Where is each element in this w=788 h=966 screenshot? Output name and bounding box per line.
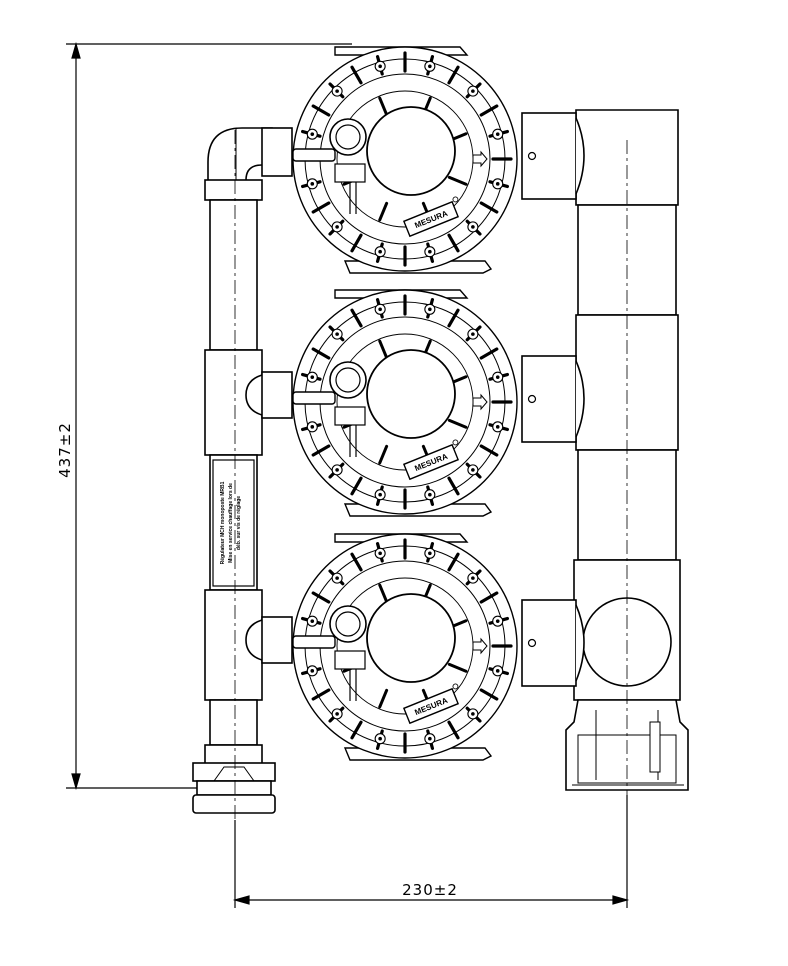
housing-rib bbox=[311, 591, 331, 604]
housing-rib bbox=[447, 476, 460, 496]
brand-badge: MESURA bbox=[402, 683, 460, 725]
width-dimension bbox=[232, 795, 630, 908]
housing-rib bbox=[447, 65, 460, 85]
housing-rib bbox=[350, 308, 363, 328]
housing-rib bbox=[311, 347, 331, 360]
regulator-unit-bottom: MESURA bbox=[292, 533, 518, 761]
housing-rib bbox=[350, 65, 363, 85]
regulator-dome bbox=[366, 593, 456, 683]
pipe-label-line-2: Mise en service chauffage lors de bbox=[228, 483, 234, 563]
housing-rib bbox=[479, 591, 499, 604]
height-dimension-label: 437±2 bbox=[56, 422, 74, 478]
housing-rib bbox=[479, 104, 499, 117]
regulator-dome bbox=[366, 349, 456, 439]
left-pipe bbox=[192, 127, 276, 814]
pipe-label: Régulateur MCH monoposte MRB1 Mise en se… bbox=[220, 481, 242, 564]
housing-rib bbox=[447, 308, 460, 328]
housing-rib bbox=[350, 552, 363, 572]
pipe-label-line-3: déb. sur vis de réglage bbox=[236, 496, 242, 550]
pipe-label-line-1: Régulateur MCH monoposte MRB1 bbox=[220, 481, 226, 564]
housing-rib bbox=[350, 720, 363, 740]
housing-rib bbox=[311, 688, 331, 701]
right-connectors bbox=[521, 112, 585, 687]
housing-rib bbox=[350, 233, 363, 253]
flow-arrow-icon bbox=[472, 150, 488, 168]
housing-rib bbox=[479, 688, 499, 701]
flow-arrow-icon bbox=[472, 393, 488, 411]
height-dimension bbox=[66, 41, 352, 791]
width-dimension-label: 230±2 bbox=[402, 881, 458, 899]
left-connectors bbox=[261, 127, 293, 664]
housing-rib bbox=[311, 104, 331, 117]
housing-rib bbox=[447, 552, 460, 572]
regulator-unit-top: MESURA bbox=[292, 46, 518, 274]
housing-rib bbox=[447, 233, 460, 253]
housing-rib bbox=[447, 720, 460, 740]
housing-rib bbox=[350, 476, 363, 496]
housing-rib bbox=[311, 444, 331, 457]
regulator-unit-middle: MESURA bbox=[292, 289, 518, 517]
flow-arrow-icon bbox=[472, 637, 488, 655]
housing-rib bbox=[479, 347, 499, 360]
housing-rib bbox=[479, 444, 499, 457]
housing-rib bbox=[311, 201, 331, 214]
regulator-dome bbox=[366, 106, 456, 196]
housing-rib bbox=[479, 201, 499, 214]
